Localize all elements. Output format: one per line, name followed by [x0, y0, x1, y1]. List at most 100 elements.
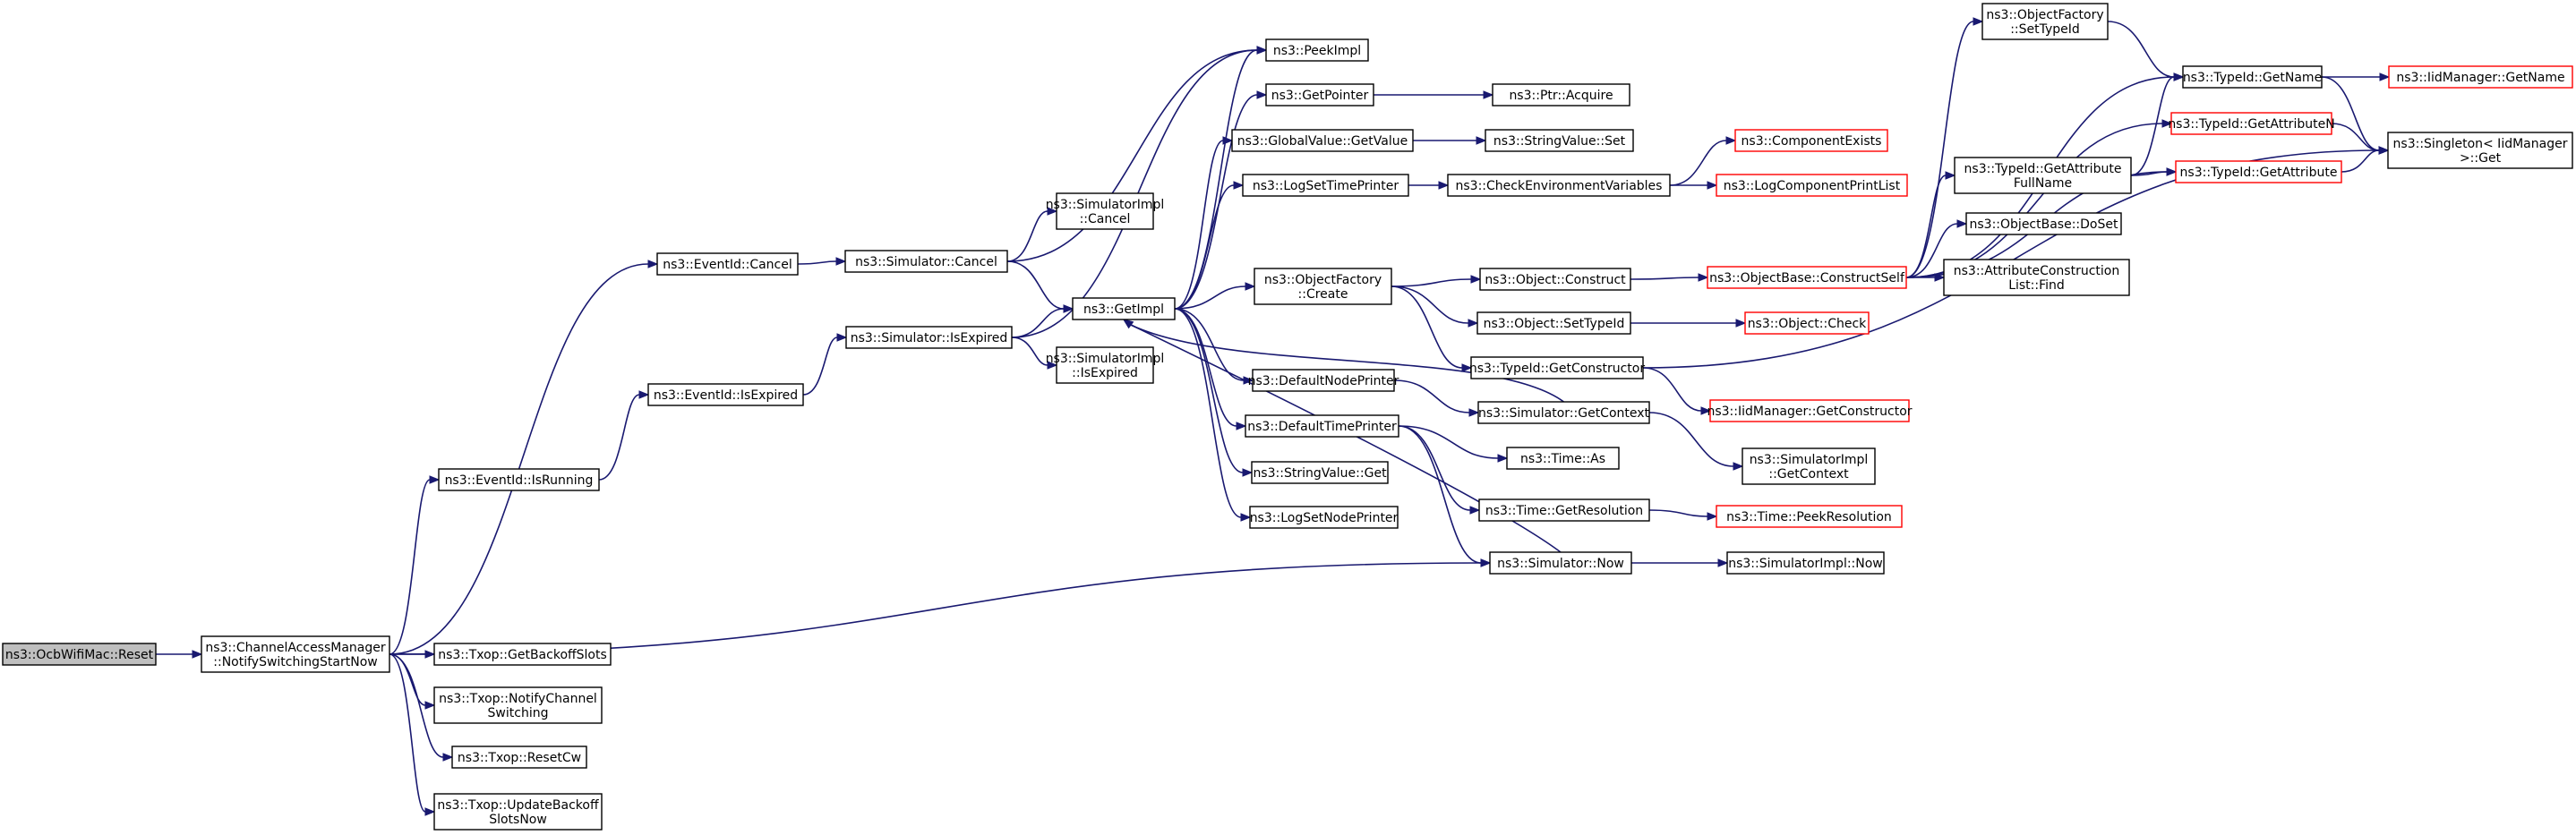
node-label: ns3::Simulator::Now — [1497, 557, 1624, 571]
node-label: ns3::TypeId::GetAttribute — [2180, 166, 2338, 180]
edge-line — [1174, 308, 1242, 518]
call-edge-n43-n41 — [802, 333, 848, 396]
call-edge-n10-n17 — [1174, 308, 1254, 385]
node-ns3-objectfactory-create[interactable]: ns3::ObjectFactory::Create — [1254, 268, 1392, 305]
node-ns3-defaultnodeprinter[interactable]: ns3::DefaultNodePrinter — [1248, 369, 1399, 392]
node-ns3-checkenvironmentvariables[interactable]: ns3::CheckEnvironmentVariables — [1447, 174, 1671, 197]
node-box — [1716, 505, 1903, 528]
node-ns3-objectbase-constructself[interactable]: ns3::ObjectBase::ConstructSelf — [1707, 266, 1907, 289]
node-box — [1254, 268, 1392, 305]
node-label: ns3::LogSetTimePrinter — [1253, 179, 1399, 193]
node-ns3-logsetnodeprinter[interactable]: ns3::LogSetNodePrinter — [1249, 506, 1399, 529]
edge-line — [1393, 379, 1470, 413]
node-ns3-ocbwifimac-reset[interactable]: ns3::OcbWifiMac::Reset — [2, 643, 157, 666]
edge-line — [1669, 140, 1727, 186]
node-ns3-eventid-cancel[interactable]: ns3::EventId::Cancel — [656, 252, 799, 276]
node-label: ns3::IidManager::GetName — [2396, 71, 2564, 85]
node-ns3-defaulttimeprinter[interactable]: ns3::DefaultTimePrinter — [1245, 414, 1399, 438]
node-ns3-time-peekresolution[interactable]: ns3::Time::PeekResolution — [1716, 505, 1903, 528]
arrowhead-icon — [1242, 468, 1254, 477]
node-ns3-simulator-getcontext[interactable]: ns3::Simulator::GetContext — [1477, 401, 1650, 424]
node-ns3-txop-resetcw[interactable]: ns3::Txop::ResetCw — [451, 746, 587, 769]
node-ns3-simulatorimpl-now[interactable]: ns3::SimulatorImpl::Now — [1726, 551, 1885, 575]
node-label: ns3::Object::Check — [1748, 317, 1867, 331]
node-ns3-ptr-acquire[interactable]: ns3::Ptr::Acquire — [1492, 83, 1630, 107]
node-box — [1265, 38, 1369, 62]
node-ns3-typeid-getname[interactable]: ns3::TypeId::GetName — [2182, 65, 2323, 89]
node-box — [1506, 447, 1620, 470]
node-box — [1734, 129, 1888, 152]
node-ns3-simulatorimpl-cancel[interactable]: ns3::SimulatorImpl::Cancel — [1046, 192, 1165, 230]
node-ns3-simulator-isexpired[interactable]: ns3::Simulator::IsExpired — [845, 326, 1013, 349]
node-ns3-componentexists[interactable]: ns3::ComponentExists — [1734, 129, 1888, 152]
call-edge-n14-n22 — [1413, 136, 1487, 145]
node-label: ::IsExpired — [1072, 366, 1138, 380]
node-ns3-object-check[interactable]: ns3::Object::Check — [1744, 311, 1870, 335]
node-ns3-typeid-getconstructor[interactable]: ns3::TypeId::GetConstructor — [1469, 356, 1645, 379]
call-edge-n29-n32 — [1905, 17, 1984, 278]
node-ns3-getpointer[interactable]: ns3::GetPointer — [1265, 83, 1374, 107]
node-box — [1242, 174, 1409, 197]
node-label: ns3::TypeId::GetConstructor — [1469, 362, 1645, 376]
node-ns3-iidmanager-getname[interactable]: ns3::IidManager::GetName — [2388, 65, 2573, 89]
edge-line — [1174, 308, 1244, 473]
node-ns3-typeid-getattributen[interactable]: ns3::TypeId::GetAttributeN — [2168, 112, 2335, 135]
node-ns3-simulatorimpl-isexpired[interactable]: ns3::SimulatorImpl::IsExpired — [1046, 346, 1165, 384]
node-ns3-peekimpl[interactable]: ns3::PeekImpl — [1265, 38, 1369, 62]
call-edge-n18-n4 — [1398, 425, 1492, 567]
node-label: ns3::Ptr::Acquire — [1509, 89, 1613, 103]
node-label: ns3::SimulatorImpl — [1046, 198, 1165, 212]
node-ns3-simulator-now[interactable]: ns3::Simulator::Now — [1489, 551, 1632, 575]
node-ns3-object-settypeid[interactable]: ns3::Object::SetTypeId — [1476, 311, 1631, 335]
arrowhead-icon — [1047, 207, 1058, 216]
node-box — [1231, 129, 1414, 152]
node-ns3-objectbase-doset[interactable]: ns3::ObjectBase::DoSet — [1965, 212, 2122, 235]
node-label: ns3::ComponentExists — [1742, 134, 1882, 149]
node-ns3-getimpl[interactable]: ns3::GetImpl — [1072, 297, 1176, 320]
node-ns3-stringvalue-get[interactable]: ns3::StringValue::Get — [1251, 461, 1389, 484]
node-box — [1249, 506, 1399, 529]
call-edge-n29-n37 — [1905, 171, 1956, 278]
node-label: ns3::CheckEnvironmentVariables — [1456, 179, 1663, 193]
node-ns3-time-as[interactable]: ns3::Time::As — [1506, 447, 1620, 470]
arrowhead-icon — [1245, 282, 1256, 291]
node-ns3-time-getresolution[interactable]: ns3::Time::GetResolution — [1478, 498, 1650, 522]
edge-line — [389, 653, 426, 706]
node-ns3-channelaccessmanager-notifyswitchingstartnow[interactable]: ns3::ChannelAccessManager::NotifySwitchi… — [201, 635, 390, 673]
node-ns3-typeid-getattribute[interactable]: ns3::TypeId::GetAttribute — [2175, 160, 2342, 183]
edge-line — [598, 394, 640, 481]
node-ns3-globalvalue-getvalue[interactable]: ns3::GlobalValue::GetValue — [1231, 129, 1414, 152]
node-ns3-singleton-iidmanager-get[interactable]: ns3::Singleton< IidManager >::Get — [2387, 132, 2573, 169]
node-label: ns3::ObjectFactory — [1264, 273, 1382, 287]
node-ns3-objectfactory-settypeid[interactable]: ns3::ObjectFactory::SetTypeId — [1981, 3, 2109, 40]
node-ns3-eventid-isrunning[interactable]: ns3::EventId::IsRunning — [438, 468, 600, 491]
node-box — [2175, 160, 2342, 183]
node-ns3-stringvalue-set[interactable]: ns3::StringValue::Set — [1485, 129, 1634, 152]
node-ns3-eventid-isexpired[interactable]: ns3::EventId::IsExpired — [647, 383, 804, 406]
node-ns3-object-construct[interactable]: ns3::Object::Construct — [1479, 268, 1631, 291]
edge-line — [1174, 285, 1246, 310]
node-ns3-logcomponentprintlist[interactable]: ns3::LogComponentPrintList — [1716, 174, 1908, 197]
node-box — [1479, 268, 1631, 291]
arrowhead-icon — [1945, 171, 1956, 180]
node-ns3-txop-getbackoffslots[interactable]: ns3::Txop::GetBackoffSlots — [433, 643, 612, 666]
node-ns3-iidmanager-getconstructor[interactable]: ns3::IidManager::GetConstructor — [1707, 399, 1913, 422]
arrowhead-icon — [1973, 17, 1984, 26]
node-box — [1478, 498, 1650, 522]
node-ns3-simulatorimpl-getcontext[interactable]: ns3::SimulatorImpl::GetContext — [1742, 447, 1876, 485]
arrowhead-icon — [836, 333, 848, 342]
arrowhead-icon — [1483, 90, 1494, 99]
arrowhead-icon — [835, 257, 847, 266]
arrowhead-icon — [1707, 512, 1718, 521]
arrowhead-icon — [1934, 273, 1946, 282]
edge-line — [389, 653, 444, 758]
node-label: ns3::LogSetNodePrinter — [1250, 511, 1399, 525]
node-ns3-simulator-cancel[interactable]: ns3::Simulator::Cancel — [844, 250, 1008, 273]
node-ns3-logsettimeprinter[interactable]: ns3::LogSetTimePrinter — [1242, 174, 1409, 197]
node-box — [2388, 65, 2573, 89]
arrowhead-icon — [1468, 408, 1480, 417]
